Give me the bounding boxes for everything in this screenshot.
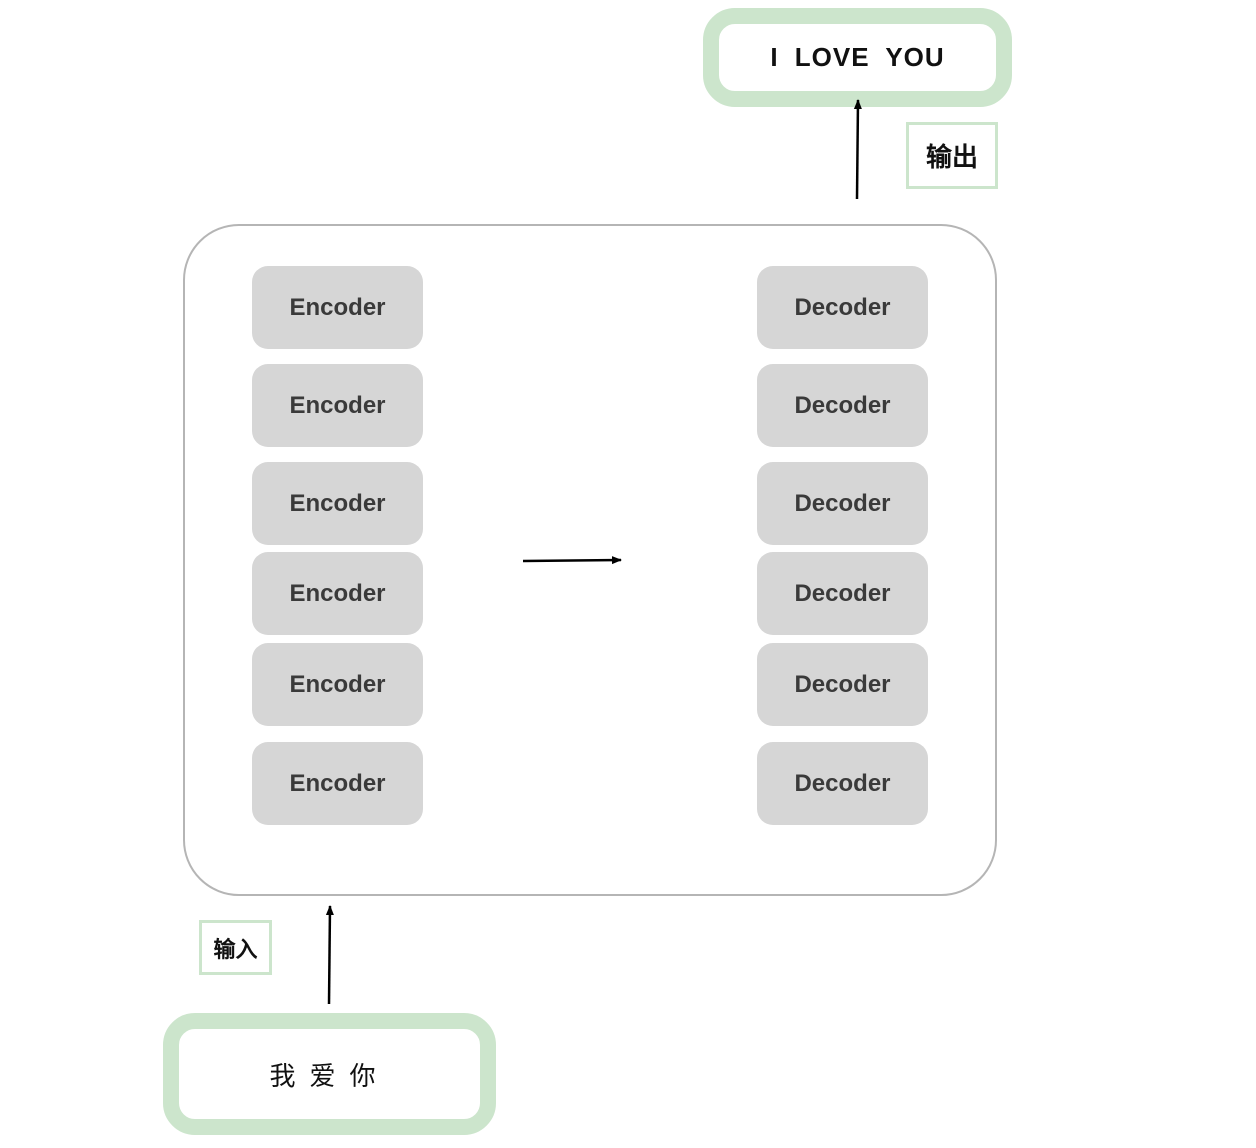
decoder-block-3: Decoder xyxy=(757,462,928,545)
encoder-block-1: Encoder xyxy=(252,266,423,349)
output-label-box: 输出 xyxy=(906,122,998,189)
encoder-block-5: Encoder xyxy=(252,643,423,726)
input-label-text: 输入 xyxy=(213,937,258,963)
output-sentence-box: I LOVE YOU xyxy=(703,8,1012,107)
input-arrow xyxy=(325,905,334,1005)
decoder-block-1: Decoder xyxy=(757,266,928,349)
encoder-block-4: Encoder xyxy=(252,552,423,635)
decoder-block-4: Decoder xyxy=(757,552,928,635)
decoder-block-2: Decoder xyxy=(757,364,928,447)
encoder-block-3: Encoder xyxy=(252,462,423,545)
output-sentence-text: I LOVE YOU xyxy=(770,42,945,72)
encoder-block-6: Encoder xyxy=(252,742,423,825)
encoder-block-2: Encoder xyxy=(252,364,423,447)
output-arrow xyxy=(853,99,862,200)
input-sentence-box: 我爱你 xyxy=(163,1013,496,1135)
input-label-box: 输入 xyxy=(199,920,272,975)
decoder-block-5: Decoder xyxy=(757,643,928,726)
decoder-block-6: Decoder xyxy=(757,742,928,825)
output-label-text: 输出 xyxy=(925,143,978,173)
input-sentence-text: 我爱你 xyxy=(269,1061,390,1092)
